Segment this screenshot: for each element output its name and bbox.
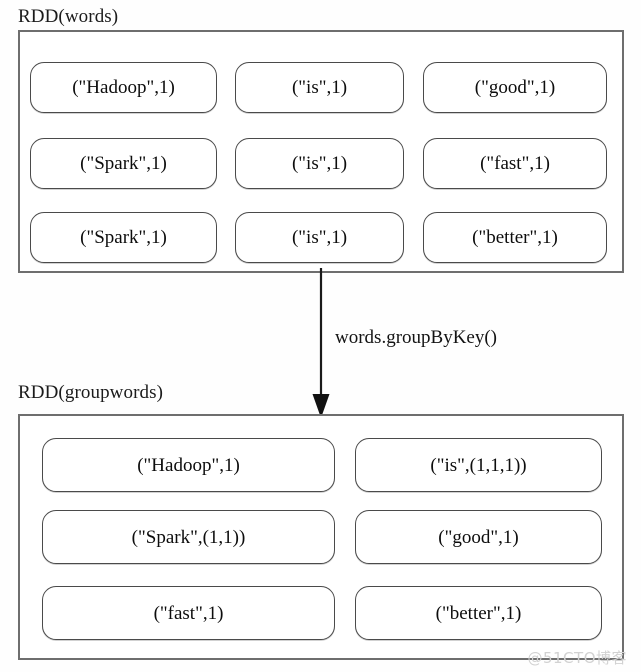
rdd-element: ("Spark",1) [30,138,217,189]
result-rdd-container: ("Hadoop",1) ("is",(1,1,1)) ("Spark",(1,… [18,414,624,660]
rdd-element: ("Spark",1) [30,212,217,263]
rdd-element: ("good",1) [355,510,602,564]
rdd-element: ("better",1) [355,586,602,640]
transform-label: words.groupByKey() [335,327,498,348]
rdd-element: ("is",(1,1,1)) [355,438,602,492]
rdd-element: ("is",1) [235,138,404,189]
rdd-element: ("Hadoop",1) [30,62,217,113]
source-rdd-caption: RDD(words) [18,6,119,27]
source-rdd-container: ("Hadoop",1) ("is",1) ("good",1) ("Spark… [18,30,624,273]
rdd-element: ("is",1) [235,212,404,263]
rdd-element: ("fast",1) [423,138,607,189]
result-rdd-caption: RDD(groupwords) [18,382,164,403]
rdd-element: ("good",1) [423,62,607,113]
rdd-element: ("is",1) [235,62,404,113]
rdd-element: ("better",1) [423,212,607,263]
rdd-element: ("fast",1) [42,586,335,640]
rdd-element: ("Hadoop",1) [42,438,335,492]
watermark: @51CTO博客 [527,649,627,667]
rdd-element: ("Spark",(1,1)) [42,510,335,564]
groupbykey-arrow-icon [312,268,330,418]
